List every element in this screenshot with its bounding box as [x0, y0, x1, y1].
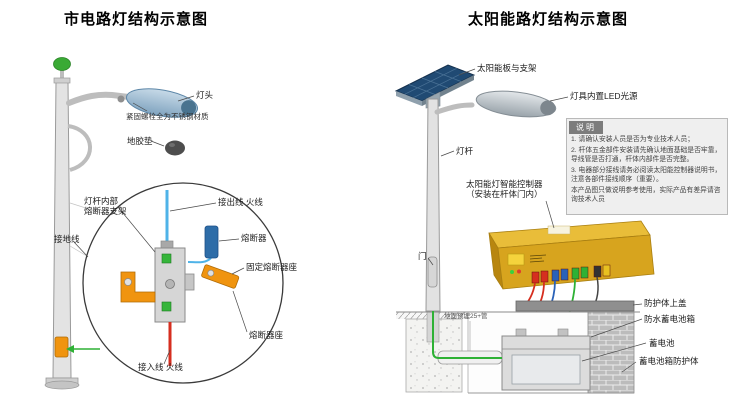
note-item-1: 1. 请确认安装人员是否为专业技术人员； [571, 136, 695, 143]
pole-access-door [54, 336, 69, 358]
fixed-fuse-seat [201, 264, 240, 289]
note-item-3: 3. 电器部分接线请务必阅读太阳能控制器说明书，注意各部件接线顺序（重要）。 [571, 166, 722, 183]
label-door: 门 [418, 251, 427, 261]
label-pole: 灯杆 [456, 146, 474, 156]
label-fuse-bracket: 灯杆内部 熔断器支架 [84, 196, 127, 217]
label-rubber-pad: 地胶垫 [127, 136, 153, 146]
label-ground-wire: 接地线 [54, 234, 80, 244]
green-arrow [66, 345, 74, 353]
pole-door [427, 256, 438, 288]
battery [511, 354, 581, 385]
status-led-red [517, 269, 521, 274]
arm-bolt [117, 95, 125, 103]
label-fuse: 熔断器 [241, 233, 267, 243]
label-box-guard: 蓄电池箱防护体 [639, 356, 699, 366]
note-item-2: 2. 杆体五金部件安装请先确认地面基础是否牢靠，导线管是否打通，杆体内部件是否完… [571, 146, 722, 163]
left-leader-lines [73, 95, 248, 365]
label-wire-out: 接出线 火线 [218, 197, 263, 207]
label-buried-pipe: 地面预埋25+管 [444, 313, 488, 320]
terminal-blocks [531, 264, 611, 284]
right-leader-lines [427, 68, 647, 373]
label-fuse-holder: 熔断器座 [249, 330, 284, 340]
city-lamp-pole [44, 57, 199, 390]
fuse-cartridge [204, 225, 219, 259]
label-led-lamp: 灯具内置LED光源 [570, 91, 638, 101]
solar-lamp-arm [434, 102, 475, 115]
status-led-green [510, 270, 514, 274]
label-cover: 防护体上盖 [644, 298, 687, 308]
green-ball-finial [53, 57, 71, 71]
label-solar-panel: 太阳能板与支架 [477, 63, 537, 73]
label-battery: 蓄电池 [649, 338, 675, 348]
label-wire-in: 接入线 火线 [138, 362, 183, 372]
label-bolts: 紧固螺栓全为不锈钢材质 [126, 112, 209, 121]
rubber-pad [165, 140, 185, 156]
label-fixed-fuse-holder: 固定熔断器座 [246, 262, 298, 272]
lamp-head [125, 88, 199, 118]
pole-scroll-bracket [67, 124, 92, 172]
note-title: 说明 [569, 121, 603, 134]
note-footnote: 本产品图只做说明参考使用，实际产品有差异请咨询技术人员 [571, 186, 721, 203]
label-lamp-head: 灯头 [196, 90, 214, 100]
fuse-detail-circle [69, 182, 284, 384]
solar-lamp-pole [425, 90, 557, 312]
note-body: 1. 请确认安装人员是否为专业技术人员； 2. 杆体五金部件安装请先确认地面基础… [571, 136, 724, 207]
guard-top-cover [515, 300, 635, 312]
label-controller: 太阳能灯智能控制器 （安装在杆体门内） [466, 179, 543, 200]
label-battery-box: 防水蓄电池箱 [644, 314, 696, 324]
led-lamp-head [475, 90, 557, 118]
ground-green-wire [432, 311, 502, 359]
lamp-arm [66, 91, 141, 106]
instruction-note-box: 说明 1. 请确认安装人员是否为专业技术人员； 2. 杆体五金部件安装请先确认地… [566, 118, 728, 215]
left-diagram-title: 市电路灯结构示意图 [64, 11, 209, 28]
underground-section [396, 300, 640, 394]
warning-label [507, 253, 525, 266]
right-diagram-title: 太阳能路灯结构示意图 [468, 11, 629, 28]
